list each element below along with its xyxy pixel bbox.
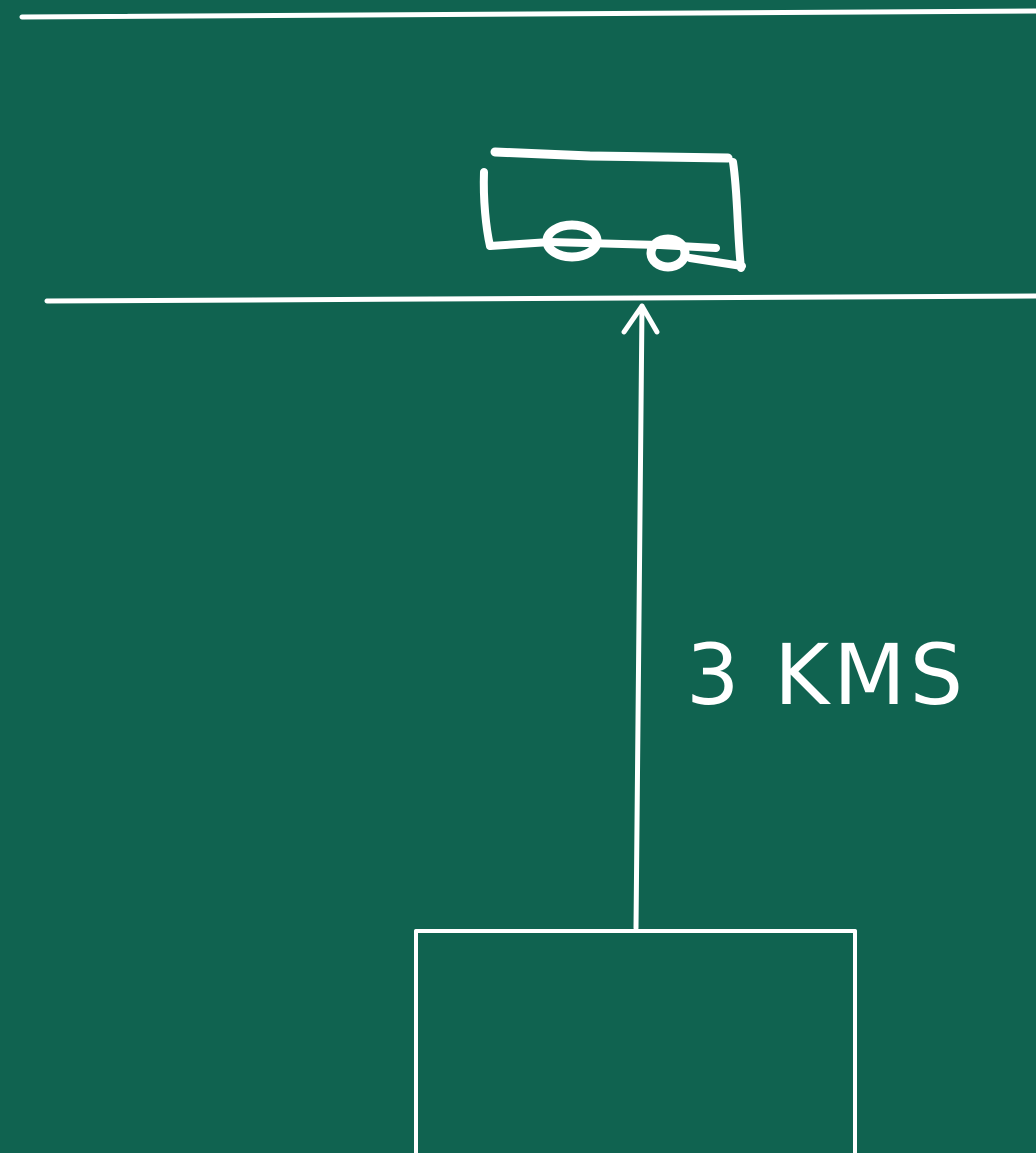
car-front xyxy=(733,162,741,268)
car-front-wheel xyxy=(651,239,685,267)
car-icon xyxy=(484,152,742,268)
car-back xyxy=(484,172,490,246)
road-line xyxy=(47,296,1036,301)
distance-label: 3 KMS xyxy=(686,626,967,724)
distance-arrow-shaft xyxy=(636,306,642,928)
car-roof xyxy=(495,152,728,158)
top-boundary-line xyxy=(22,11,1036,17)
building-rectangle xyxy=(416,931,855,1153)
car-bumper xyxy=(690,258,742,266)
